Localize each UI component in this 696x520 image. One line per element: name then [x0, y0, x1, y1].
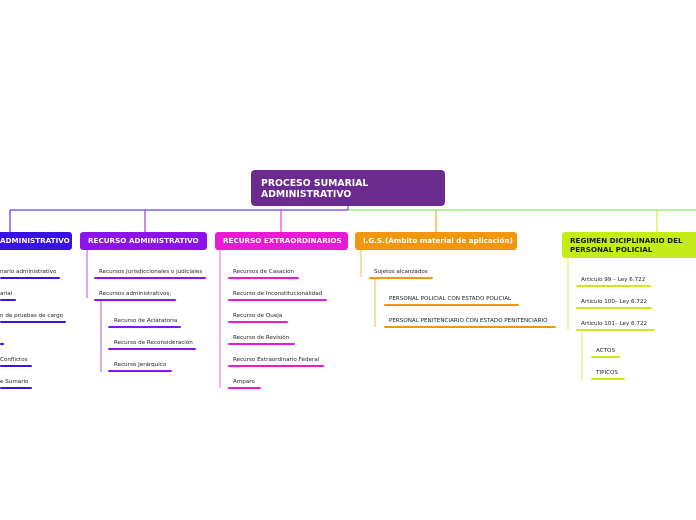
list-item[interactable]: Recursos administrativos:	[99, 291, 172, 297]
item-underline	[228, 343, 295, 345]
item-underline	[591, 356, 620, 358]
list-item[interactable]: Artículo 100– Ley 6.722	[581, 299, 648, 305]
list-item[interactable]: Recurso de Queja	[233, 313, 283, 319]
list-item[interactable]: Recursos Jurisdiccionales o judiciales	[99, 269, 203, 275]
item-underline	[94, 299, 176, 301]
list-item[interactable]: Conflictos	[0, 357, 28, 363]
item-underline	[0, 343, 4, 345]
item-underline	[108, 326, 181, 328]
item-underline	[94, 277, 206, 279]
branch-regimen[interactable]: REGIMEN DICIPLINARIO DEL PERSONAL POLICI…	[562, 232, 696, 258]
branch-label: ADMINISTRATIVO	[0, 236, 70, 245]
list-item[interactable]: Sujetos alcanzados	[374, 269, 428, 275]
branch-label: RECURSO EXTRAORDINARIOS	[223, 236, 342, 245]
item-underline	[0, 387, 32, 389]
item-underline	[591, 378, 625, 380]
branch-igs[interactable]: I.G.S.(Ámbito material de aplicación)	[355, 232, 517, 250]
item-underline	[576, 329, 655, 331]
branch-label: REGIMEN DICIPLINARIO DEL PERSONAL POLICI…	[570, 236, 683, 254]
item-underline	[108, 370, 172, 372]
list-item[interactable]: n de pruebas de cargo	[0, 313, 64, 319]
item-underline	[576, 285, 651, 287]
item-underline	[228, 387, 261, 389]
list-item[interactable]: arial	[0, 291, 13, 297]
list-item[interactable]: Recurso Extraordinario Federal	[233, 357, 320, 363]
list-item[interactable]: Recurso de Inconstitucionalidad	[233, 291, 323, 297]
list-item[interactable]: Recurso Jerárquico	[114, 362, 167, 368]
list-item[interactable]: Artículo 99 – Ley 6.722	[581, 277, 646, 283]
branch-recurso-administrativo[interactable]: RECURSO ADMINISTRATIVO	[80, 232, 207, 250]
branch-recurso-extraordinarios[interactable]: RECURSO EXTRAORDINARIOS	[215, 232, 348, 250]
branch-label: I.G.S.(Ámbito material de aplicación)	[363, 236, 513, 245]
item-underline	[228, 277, 299, 279]
list-item[interactable]: Artículo 101– Ley 6.722	[581, 321, 648, 327]
item-underline	[576, 307, 652, 309]
item-underline	[0, 277, 60, 279]
list-item[interactable]: Recursos de Casación	[233, 269, 295, 275]
root-title: PROCESO SUMARIAL ADMINISTRATIVO	[261, 178, 369, 200]
list-item[interactable]: nario administrativo	[0, 269, 57, 275]
item-underline	[0, 365, 32, 367]
list-item[interactable]: ACTOS	[596, 348, 616, 354]
item-underline	[0, 321, 66, 323]
list-item[interactable]: PERSONAL POLICIAL CON ESTADO POLICIAL	[389, 296, 512, 302]
list-item[interactable]: Recurso de Aclaratoria	[114, 318, 178, 324]
item-underline	[384, 326, 556, 328]
root-node[interactable]: PROCESO SUMARIAL ADMINISTRATIVO	[251, 170, 445, 206]
item-underline	[369, 277, 433, 279]
list-item[interactable]: Recurso de Reconsideración	[114, 340, 193, 346]
item-underline	[108, 348, 196, 350]
branch-administrativo[interactable]: ADMINISTRATIVO	[0, 232, 72, 250]
list-item[interactable]: TIPICOS	[596, 370, 618, 376]
item-underline	[0, 299, 16, 301]
item-underline	[228, 365, 324, 367]
item-underline	[228, 321, 288, 323]
list-item[interactable]: PERSONAL PENITENCIARIO CON ESTADO PENITE…	[389, 318, 548, 324]
item-underline	[384, 304, 519, 306]
list-item[interactable]: e Sumario	[0, 379, 29, 385]
branch-label: RECURSO ADMINISTRATIVO	[88, 236, 199, 245]
list-item[interactable]: Recurso de Revisión	[233, 335, 290, 341]
item-underline	[228, 299, 327, 301]
list-item[interactable]: Amparo	[233, 379, 255, 385]
